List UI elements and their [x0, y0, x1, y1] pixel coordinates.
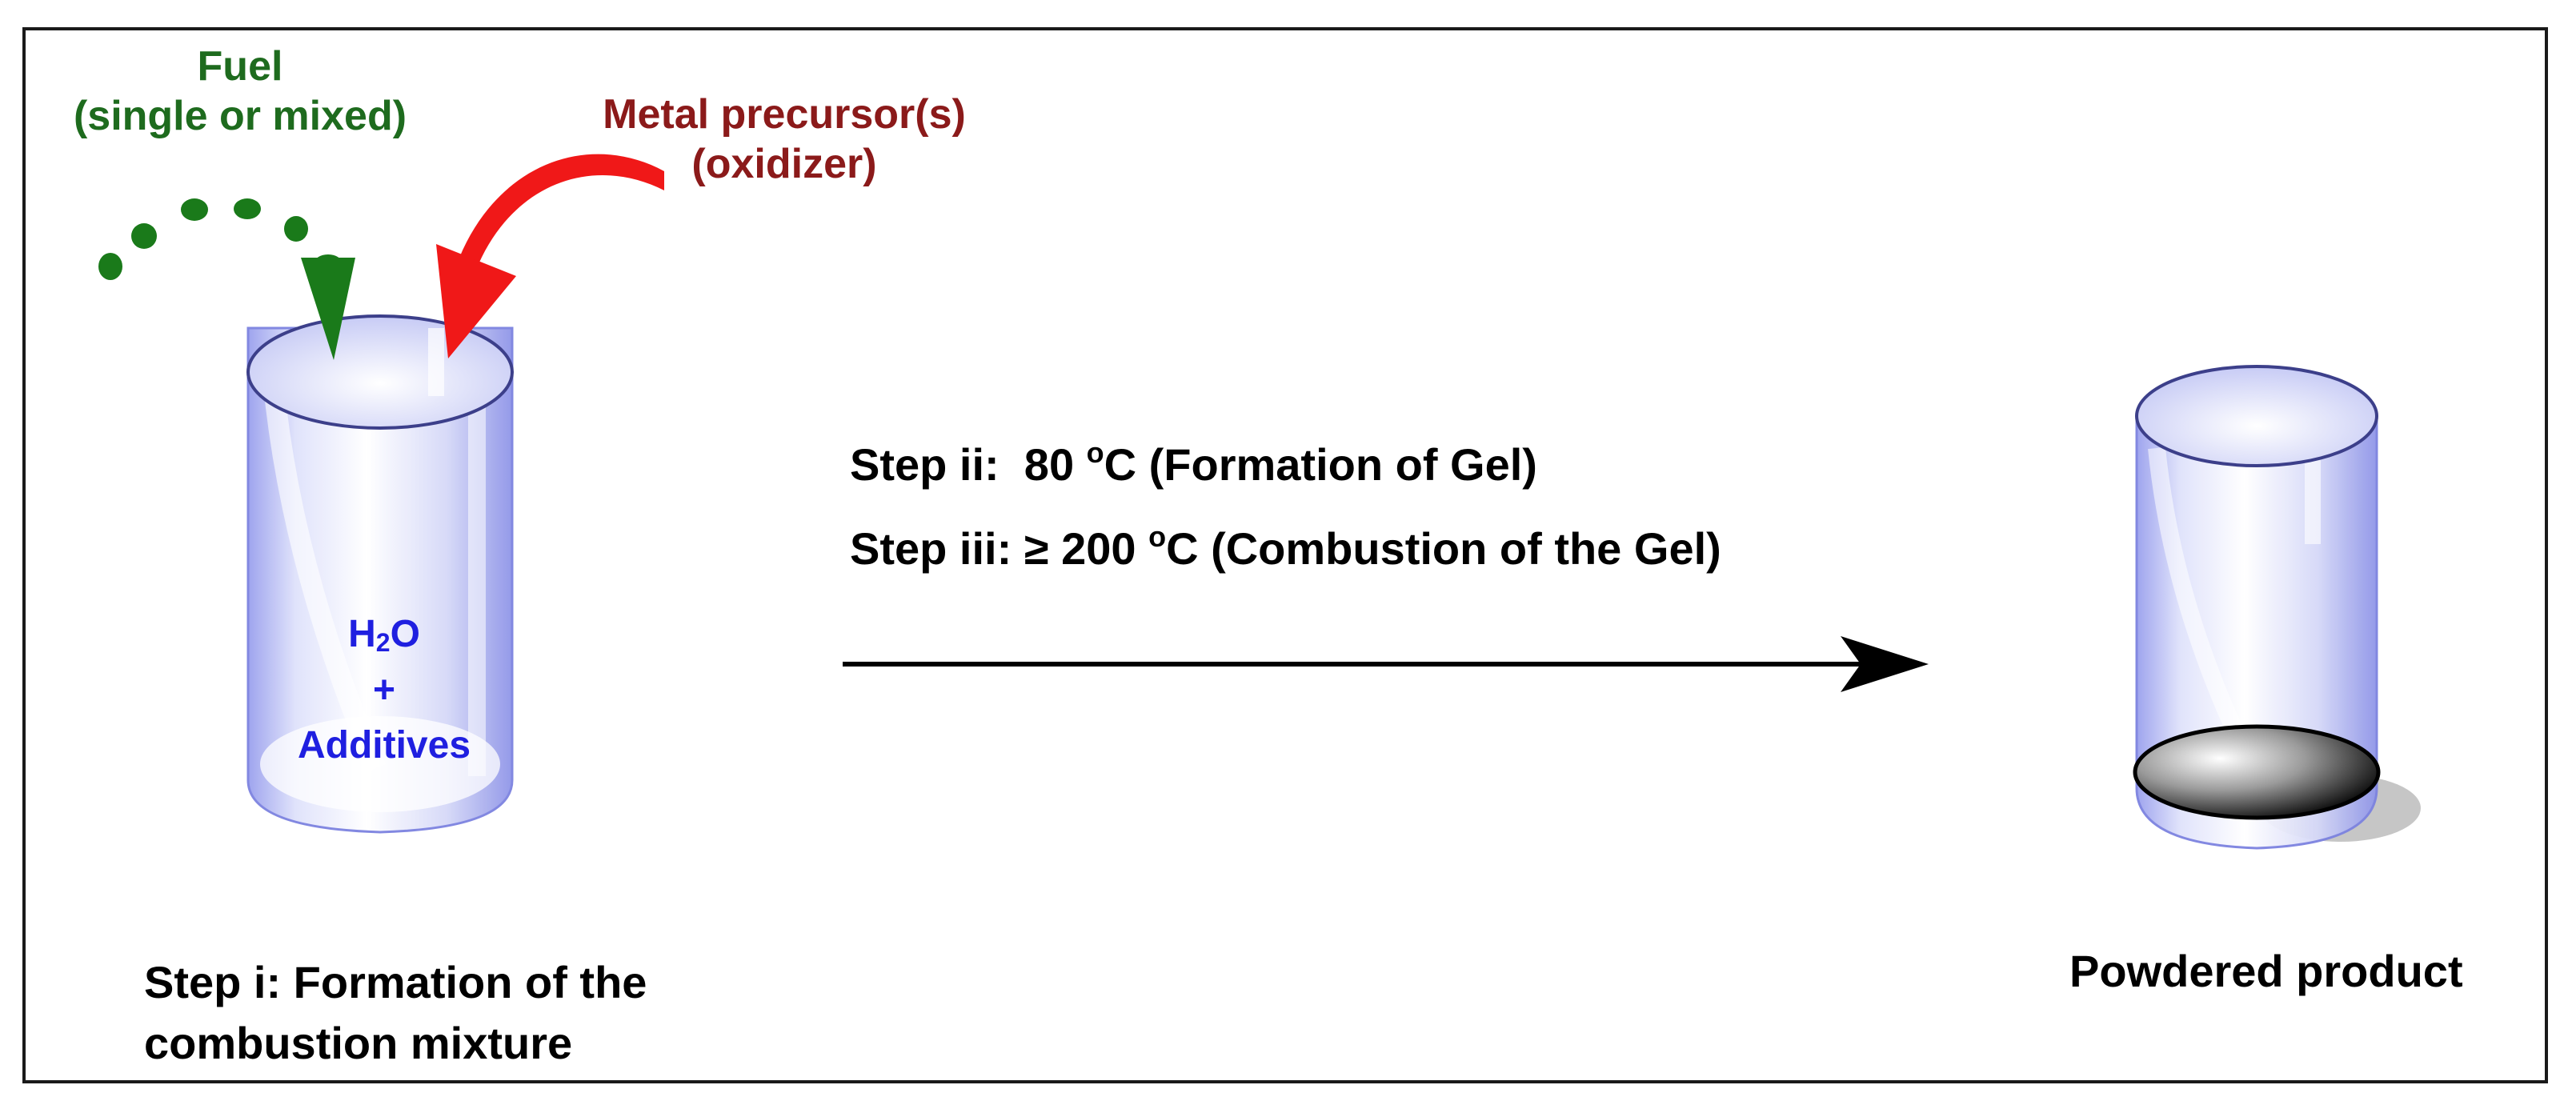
dotted-green-arrow-icon: [98, 198, 355, 360]
step-iii-label: Step iii: ≥ 200 oC (Combustion of the Ge…: [850, 520, 1721, 575]
step-i-label: Step i: Formation of the combustion mixt…: [144, 952, 647, 1074]
fuel-label: Fuel (single or mixed): [32, 42, 448, 142]
step-ii-label: Step ii: 80 oC (Formation of Gel): [850, 436, 1537, 490]
metal-precursor-label: Metal precursor(s) (oxidizer): [544, 90, 1024, 190]
step-i-line2: combustion mixture: [144, 1018, 573, 1069]
fuel-title: Fuel: [197, 43, 283, 90]
fuel-subtitle: (single or mixed): [73, 93, 407, 140]
reaction-conditions: Step ii: 80 oC (Formation of Gel) Step i…: [850, 422, 1721, 591]
beaker-with-powder-icon: [2133, 365, 2421, 850]
metal-precursor-subtitle: (oxidizer): [691, 141, 877, 188]
beaker-icon: [246, 314, 514, 834]
curved-red-arrow-icon: [436, 154, 664, 358]
reaction-arrow-icon: [843, 636, 1929, 692]
metal-precursor-title: Metal precursor(s): [603, 91, 966, 138]
plus-sign: +: [372, 668, 396, 711]
step-i-line1: Step i: Formation of the: [144, 957, 647, 1007]
additives-text: Additives: [297, 724, 471, 767]
diagram-frame: [22, 27, 2548, 1083]
powdered-product-label: Powdered product: [2069, 946, 2463, 996]
beaker-contents-label: H2O + Additives: [256, 607, 512, 774]
water-formula: H2O: [348, 613, 420, 657]
